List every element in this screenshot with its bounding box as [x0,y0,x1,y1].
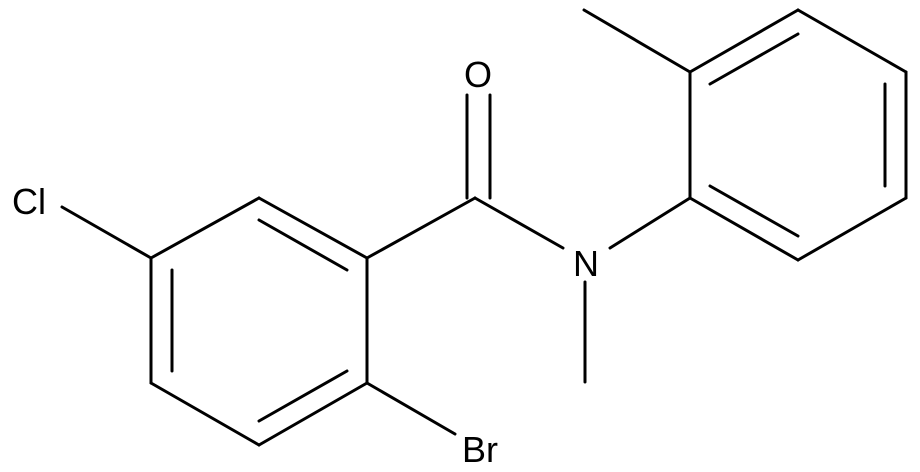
bond-left-ring-1 [257,196,369,260]
bond-ortho-methyl [582,8,692,74]
bond-c-cl [60,205,153,260]
bond-left-ring-2 [149,196,261,260]
bond-c-br [365,381,457,436]
bond-left-ring-1-inner [257,218,349,272]
bond-ring-to-carbonyl [365,196,477,260]
bond-right-ring-2 [688,8,800,74]
bond-right-ring-5 [796,196,908,262]
atom-label-nitrogen: N [573,243,599,284]
atom-label-bromine: Br [462,429,498,470]
bond-left-ring-4 [149,381,261,447]
bond-right-ring-3 [796,8,908,74]
bond-carbonyl-to-n [473,196,565,250]
atom-label-chlorine: Cl [12,181,46,222]
atom-label-oxygen: O [464,54,492,95]
bond-right-ring-2-inner [708,32,800,86]
bond-left-ring-5 [257,381,369,447]
bond-right-ring-6 [688,196,800,262]
bond-right-ring-6-inner [708,184,800,238]
bond-left-ring-5-inner [257,369,349,423]
bond-n-to-aryl [608,196,692,250]
